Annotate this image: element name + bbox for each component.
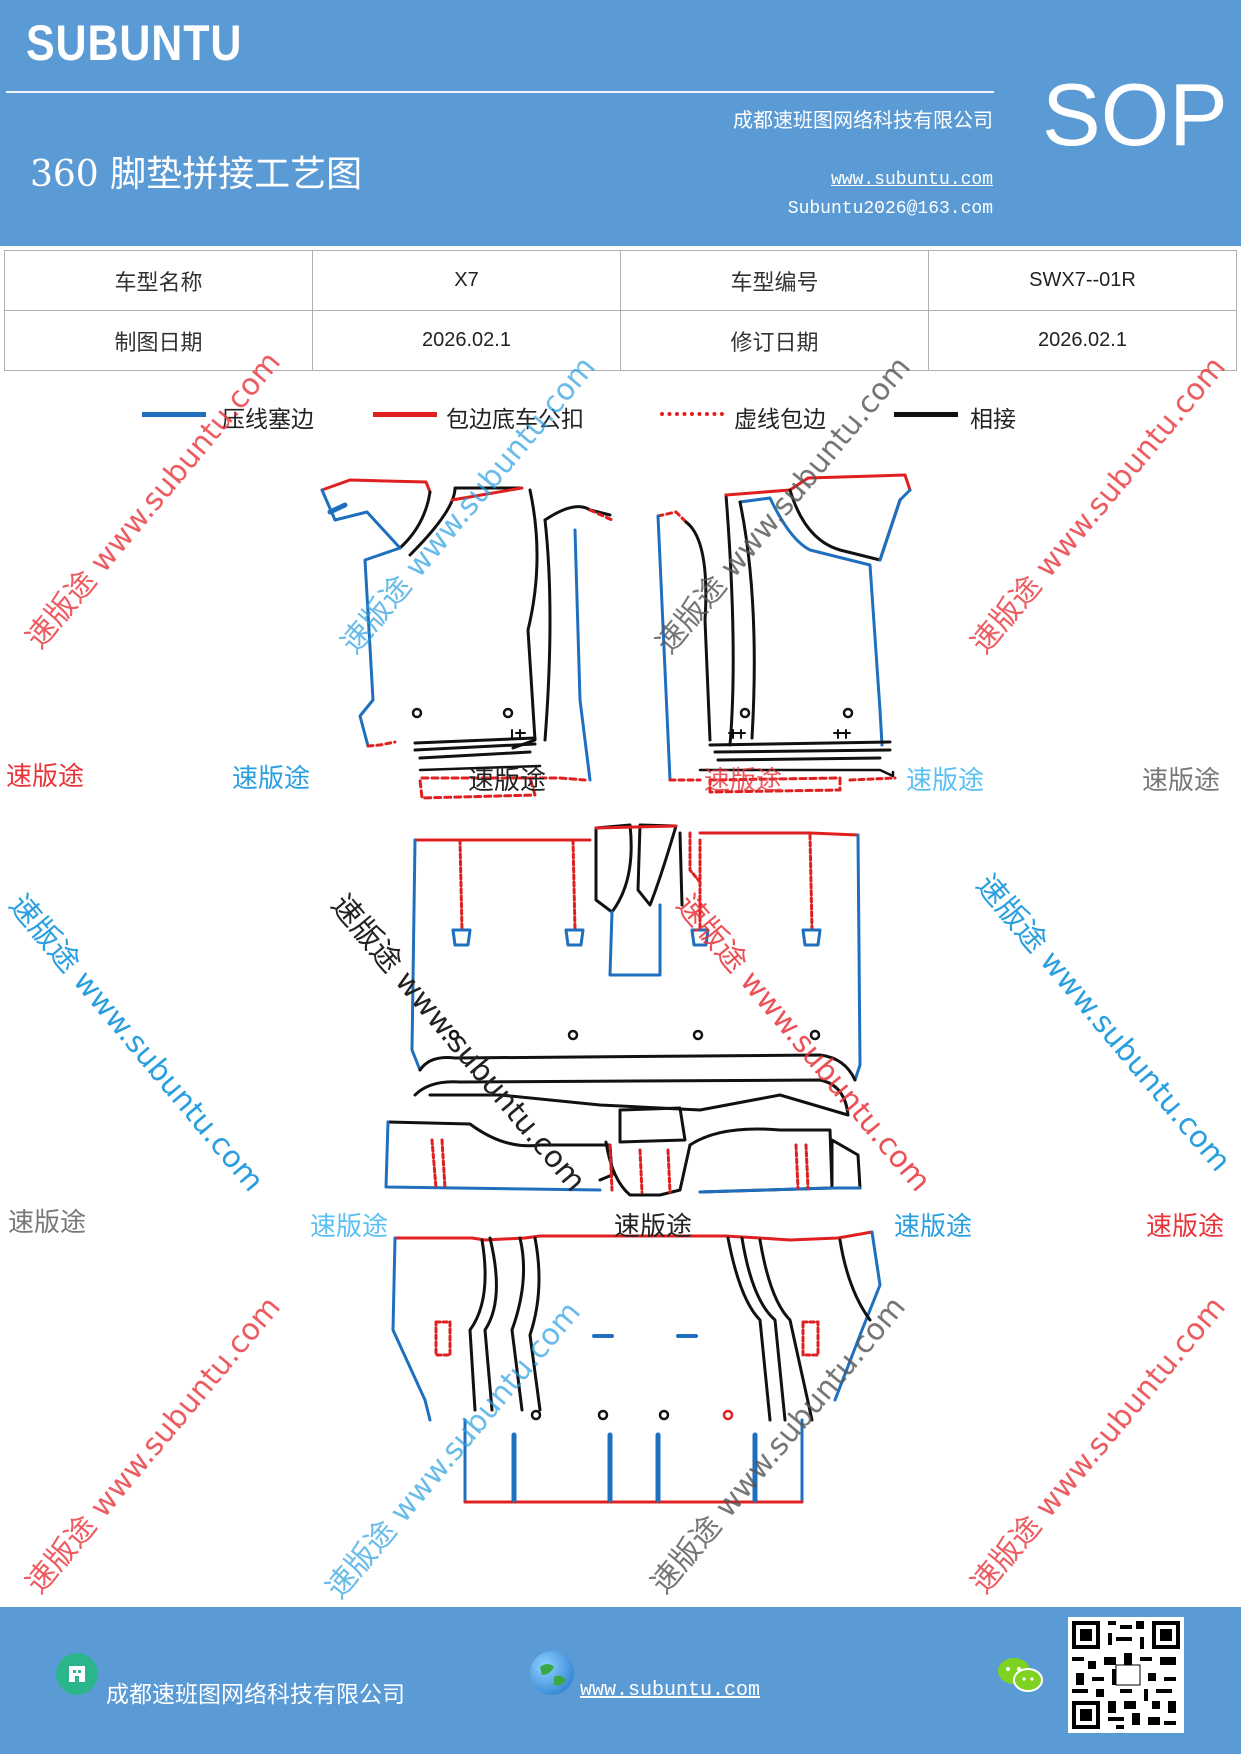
watermark-label: 速版途: [614, 1212, 693, 1242]
drawing-date-value: 2026.02.1: [312, 310, 621, 371]
front-left-mat: [320, 478, 614, 800]
watermark-label: 速版途: [1142, 766, 1221, 796]
watermark-label: 速版途: [310, 1212, 389, 1242]
legend-label: 包边底车公扣: [446, 407, 584, 433]
watermark-label: 速版途: [894, 1212, 973, 1242]
table-row: 车型名称 X7 车型编号 SWX7--01R: [4, 250, 1237, 311]
header-website-link[interactable]: www.subuntu.com: [830, 170, 993, 190]
legend-label: 压线塞边: [222, 407, 314, 433]
model-code-label: 车型编号: [620, 250, 929, 311]
watermark-label: 速版途: [6, 762, 85, 792]
drawing-date-label: 制图日期: [4, 310, 313, 371]
front-right-mat: [656, 473, 912, 794]
rear-bottom-mat: [391, 1230, 882, 1504]
legend: 压线塞边 包边底车公扣 虚线包边 相接: [0, 396, 1241, 436]
model-name-label: 车型名称: [4, 250, 313, 311]
header-divider: [6, 91, 994, 93]
watermark-label: 速版途: [232, 764, 311, 794]
watermark-label: 速版途: [468, 766, 547, 796]
wechat-icon[interactable]: [996, 1655, 1044, 1695]
footer-banner: 成都速班图网络科技有限公司 www.subuntu.com: [0, 1607, 1241, 1754]
vehicle-info-table: 车型名称 X7 车型编号 SWX7--01R 制图日期 2026.02.1 修订…: [4, 250, 1237, 371]
footer-website-link[interactable]: www.subuntu.com: [580, 1679, 761, 1702]
legend-swatch-red-dashed: [660, 412, 724, 416]
revision-date-label: 修订日期: [620, 310, 929, 371]
legend-swatch-black: [894, 412, 958, 417]
watermark-label: 速版途: [1146, 1212, 1225, 1242]
sop-badge: SOP: [1042, 65, 1228, 164]
qr-code[interactable]: [1068, 1617, 1184, 1733]
page-title: 360 脚垫拼接工艺图: [30, 154, 363, 195]
rear-second-row: [384, 1106, 862, 1197]
watermark-label: 速版途: [906, 766, 985, 796]
globe-icon: [530, 1651, 574, 1695]
header-company: 成都速班图网络科技有限公司: [733, 108, 993, 132]
legend-swatch-red: [373, 412, 437, 417]
header-email[interactable]: Subuntu2026@163.com: [787, 199, 993, 219]
building-icon: [56, 1653, 98, 1695]
brand-logo: SUBUNTU: [26, 15, 243, 71]
table-row: 制图日期 2026.02.1 修订日期 2026.02.1: [4, 310, 1237, 371]
header-banner: SUBUNTU 360 脚垫拼接工艺图 成都速班图网络科技有限公司 www.su…: [0, 0, 1241, 246]
watermark-label: 速版途: [704, 766, 783, 796]
legend-swatch-blue: [142, 412, 206, 417]
legend-label: 虚线包边: [734, 407, 826, 433]
middle-mat: [410, 823, 862, 1117]
legend-label: 相接: [970, 407, 1016, 433]
model-code-value: SWX7--01R: [928, 250, 1237, 311]
footer-company: 成都速班图网络科技有限公司: [106, 1682, 405, 1708]
model-name-value: X7: [312, 250, 621, 311]
revision-date-value: 2026.02.1: [928, 310, 1237, 371]
watermark-label: 速版途: [8, 1208, 87, 1238]
